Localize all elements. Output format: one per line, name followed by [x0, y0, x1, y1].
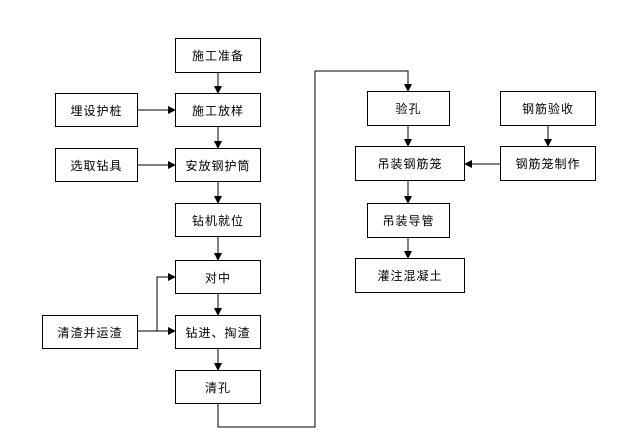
arrow-clean-to-center: [156, 273, 176, 331]
node-hoist-pipe: 吊装导管: [367, 203, 450, 238]
node-make-cage: 钢筋笼制作: [500, 146, 596, 181]
node-clear-hole: 清孔: [175, 370, 261, 404]
node-inspect-hole: 验孔: [367, 91, 450, 126]
node-prep: 施工准备: [175, 38, 261, 73]
node-bury-stakes: 埋设护桩: [55, 93, 138, 127]
node-select-drill: 选取钻具: [55, 148, 138, 182]
node-drill: 钻进、掏渣: [175, 315, 261, 349]
node-steel-check: 钢筋验收: [500, 91, 596, 126]
node-layout: 施工放样: [175, 93, 261, 127]
node-clean-transport: 清渣并运渣: [42, 315, 138, 349]
node-hoist-cage: 吊装钢筋笼: [355, 146, 465, 181]
node-pour-concrete: 灌注混凝土: [355, 258, 465, 293]
node-casing: 安放钢护筒: [175, 148, 261, 182]
arrow-clearhole-to-inspect: [217, 70, 412, 428]
node-drill-position: 钻机就位: [175, 203, 261, 237]
node-center: 对中: [175, 260, 261, 294]
